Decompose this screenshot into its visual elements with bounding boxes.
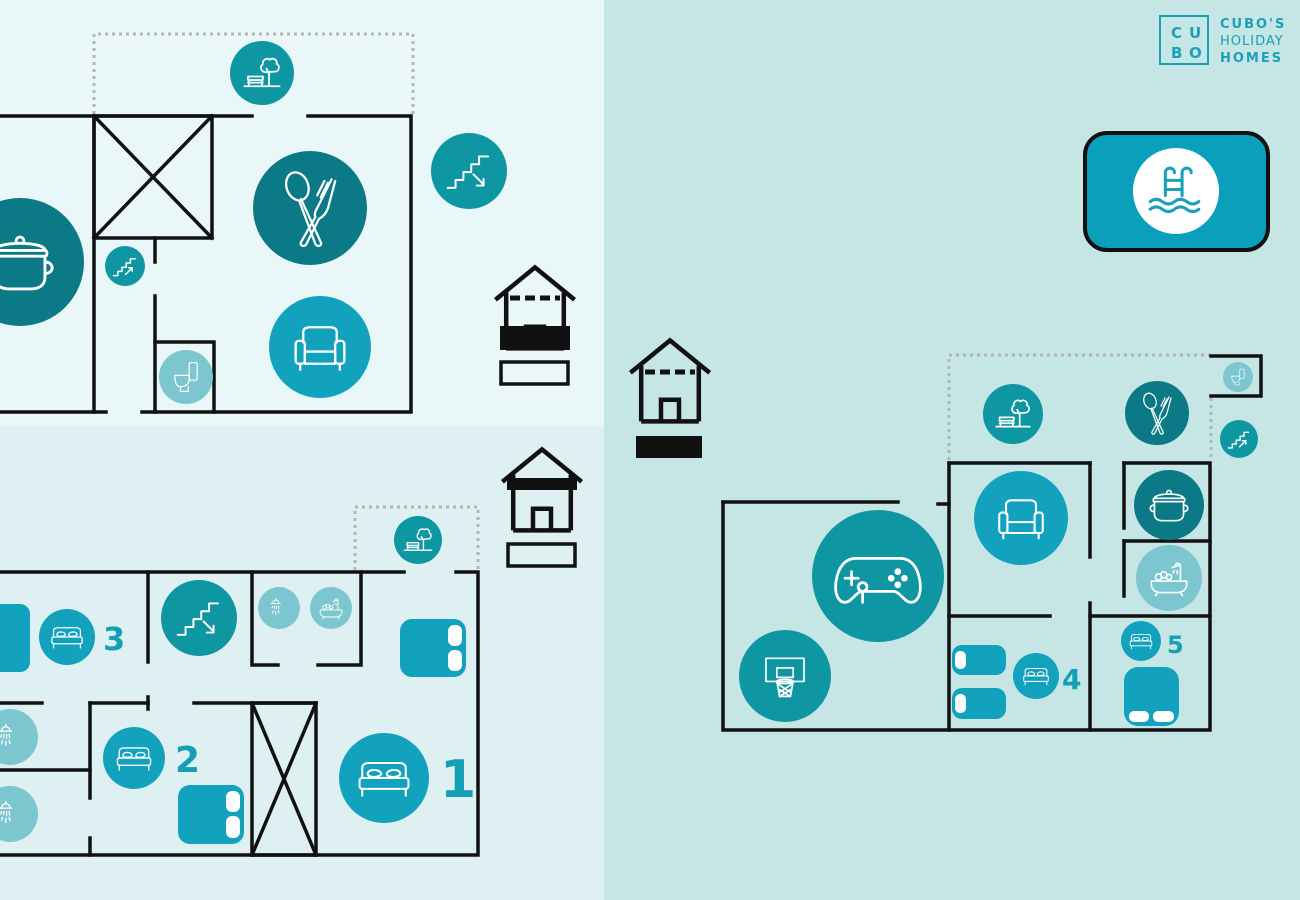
bed-icon bbox=[39, 609, 95, 665]
stairs-down-icon bbox=[161, 580, 237, 656]
stairs-up-icon bbox=[1220, 420, 1258, 458]
logo: C U B O CUBO'S HOLIDAY HOMES bbox=[1159, 15, 1286, 66]
house-middle-floor-icon bbox=[630, 340, 709, 458]
sofa-icon bbox=[974, 471, 1068, 565]
single-beds-icon bbox=[0, 604, 30, 672]
stairs-down-icon bbox=[431, 133, 507, 209]
single-beds-icon bbox=[400, 619, 466, 677]
lower-floor: 4 5 bbox=[721, 353, 1263, 732]
cooking-pot-icon bbox=[1134, 470, 1204, 540]
bed-icon bbox=[1013, 653, 1059, 699]
bedroom-2-label: 2 bbox=[175, 740, 200, 781]
basketball-hoop-icon bbox=[739, 630, 831, 722]
double-bed-icon bbox=[339, 733, 429, 823]
logo-letter-c: C bbox=[1171, 24, 1182, 42]
cooking-pot-icon bbox=[0, 198, 84, 326]
logo-line-3: HOMES bbox=[1220, 51, 1283, 66]
bathtub-icon bbox=[310, 587, 352, 629]
logo-line-1: CUBO'S bbox=[1220, 17, 1286, 32]
sofa-icon bbox=[269, 296, 371, 398]
bed-icon bbox=[103, 727, 165, 789]
dining-icon bbox=[1125, 381, 1189, 445]
shower-icon bbox=[0, 786, 38, 842]
toilet-icon bbox=[159, 350, 213, 404]
logo-letter-o: O bbox=[1189, 44, 1202, 62]
upper-floor bbox=[0, 32, 507, 414]
stairs-up-icon bbox=[105, 246, 145, 286]
bed-icon bbox=[1121, 621, 1161, 661]
garden-icon bbox=[983, 384, 1043, 444]
bedroom-1-label: 1 bbox=[440, 750, 476, 810]
garden-icon bbox=[394, 516, 442, 564]
bedroom-4-label: 4 bbox=[1062, 663, 1081, 696]
pool-icon bbox=[1083, 131, 1270, 252]
logo-line-2: HOLIDAY bbox=[1220, 34, 1284, 49]
ground-floor: 3 2 1 bbox=[0, 505, 480, 858]
house-upper-floor-icon bbox=[495, 267, 574, 386]
garden-icon bbox=[230, 41, 294, 105]
game-controller-icon bbox=[812, 510, 944, 642]
logo-letter-u: U bbox=[1189, 24, 1201, 42]
toilet-icon bbox=[1223, 362, 1253, 392]
shower-icon bbox=[258, 587, 300, 629]
single-beds-icon bbox=[1124, 667, 1179, 726]
shower-icon bbox=[0, 709, 38, 765]
single-beds-icon bbox=[178, 785, 244, 844]
dining-icon bbox=[253, 151, 367, 265]
bathtub-icon bbox=[1136, 545, 1202, 611]
single-beds-icon bbox=[952, 645, 1006, 719]
bedroom-5-label: 5 bbox=[1167, 631, 1184, 659]
house-ground-floor-icon bbox=[502, 449, 581, 568]
logo-letter-b: B bbox=[1171, 44, 1182, 62]
bedroom-3-label: 3 bbox=[103, 620, 125, 658]
